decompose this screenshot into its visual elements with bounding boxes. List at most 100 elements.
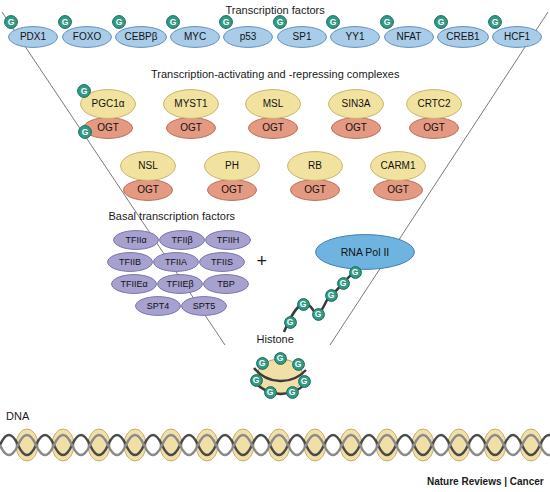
ellipse-shape [349, 266, 361, 278]
ellipse-shape [121, 152, 176, 181]
transcription-factor: PDX1 [8, 26, 58, 48]
complex-protein: NSL [120, 151, 176, 181]
node-label: MYST1 [174, 99, 207, 109]
node-label: SIN3A [342, 99, 371, 109]
ellipse-shape [112, 275, 157, 294]
node-label: TFIIβ [171, 236, 192, 245]
node-label: RNA Pol II [341, 247, 389, 258]
node-label: PGC1α [91, 99, 124, 109]
glcnac-mark: G [286, 386, 299, 399]
node-label: PDX1 [20, 32, 46, 42]
glcnac-mark: G [292, 358, 305, 371]
ctd-tail [284, 268, 358, 332]
ellipse-shape [5, 16, 18, 29]
mark-letter: G [340, 279, 347, 288]
ogt-enzyme: OGT [207, 179, 257, 201]
ellipse-shape [171, 27, 220, 48]
section-label: Transcription-activating and -repressing… [151, 68, 399, 80]
node-label: TFIIEβ [166, 280, 193, 289]
node-label: OGT [97, 123, 119, 133]
complex-protein: CRTC2 [406, 89, 462, 119]
node-label: MSL [263, 99, 284, 109]
ellipse-shape [224, 27, 273, 48]
node-label: CREB1 [446, 32, 479, 42]
mark-letter: G [301, 377, 308, 386]
glcnac-mark: G [274, 352, 287, 365]
ellipse-shape [246, 90, 301, 119]
mark-letter: G [170, 18, 177, 27]
glcnac-mark: G [325, 289, 338, 302]
complex-protein: CARM1 [370, 151, 426, 181]
node-label: OGT [262, 123, 284, 133]
basal-factor: TFIIA [153, 252, 199, 272]
glcnac-mark: G [349, 266, 362, 279]
node-label: MYC [184, 32, 206, 42]
glcnac-mark: G [284, 316, 297, 329]
ellipse-shape [108, 253, 153, 272]
ellipse-shape [124, 180, 173, 201]
node-label: OGT [137, 185, 159, 195]
node-label: TFIIH [217, 236, 240, 245]
ellipse-shape [286, 386, 298, 398]
section-label: Transcription factors [226, 4, 325, 16]
ellipse-shape [274, 352, 286, 364]
basal-factor: TFIIα [113, 230, 159, 250]
ellipse-shape [154, 253, 199, 272]
ellipse-shape [78, 85, 91, 98]
basal-factor: TFIIH [205, 230, 251, 250]
basal-factor: TFIIEβ [157, 274, 203, 294]
glcnac-mark: G [58, 15, 72, 29]
ogt-enzyme: OGT [409, 117, 459, 139]
mark-letter: G [259, 359, 266, 368]
glcnac-mark: G [166, 15, 180, 29]
glcnac-mark: G [77, 84, 91, 98]
mark-letter: G [438, 18, 445, 27]
ellipse-shape [292, 358, 304, 370]
ellipse-shape [327, 16, 340, 29]
glcnac-mark: G [250, 374, 263, 387]
ellipse-shape [208, 180, 257, 201]
glcnac-mark: G [273, 15, 287, 29]
mark-letter: G [277, 18, 284, 27]
node-label: SPT5 [193, 302, 216, 311]
ellipse-shape [160, 231, 205, 250]
ogt-enzyme: OGT [331, 117, 381, 139]
ellipse-shape [274, 16, 287, 29]
ellipse-shape [374, 180, 423, 201]
mark-letter: G [384, 18, 391, 27]
node-label: CARM1 [380, 161, 415, 171]
mark-letter: G [330, 18, 337, 27]
mark-letter: G [289, 388, 296, 397]
ellipse-shape [113, 16, 126, 29]
ellipse-shape [220, 16, 233, 29]
node-label: OGT [387, 185, 409, 195]
ellipse-shape [264, 386, 276, 398]
ellipse-shape [489, 16, 502, 29]
node-label: PH [225, 161, 239, 171]
ellipse-shape [288, 152, 343, 181]
transcription-factor: HCF1 [492, 26, 542, 48]
node-label: p53 [240, 32, 257, 42]
basal-factor: SPT5 [181, 296, 227, 316]
ellipse-shape [9, 27, 58, 48]
glcnac-mark: G [297, 298, 310, 311]
basal-factor: TFIIβ [159, 230, 205, 250]
ellipse-shape [297, 298, 309, 310]
ellipse-shape [249, 118, 298, 139]
complex-protein: MYST1 [163, 89, 219, 119]
ellipse-shape [158, 275, 203, 294]
mark-letter: G [352, 268, 359, 277]
ogt-enzyme: OGT [166, 117, 216, 139]
mark-letter: G [116, 18, 123, 27]
complex-protein: SIN3A [328, 89, 384, 119]
ellipse-shape [167, 16, 180, 29]
transcription-factor: CREB1 [437, 26, 489, 48]
ellipse-shape [407, 90, 462, 119]
glcnac-mark: G [112, 15, 126, 29]
mark-letter: G [300, 300, 307, 309]
credit-text: Nature Reviews | Cancer [427, 476, 544, 487]
basal-factor: TFIIB [107, 252, 153, 272]
glcnac-mark: G [488, 15, 502, 29]
basal-factor: SPT4 [135, 296, 181, 316]
ellipse-shape [164, 90, 219, 119]
